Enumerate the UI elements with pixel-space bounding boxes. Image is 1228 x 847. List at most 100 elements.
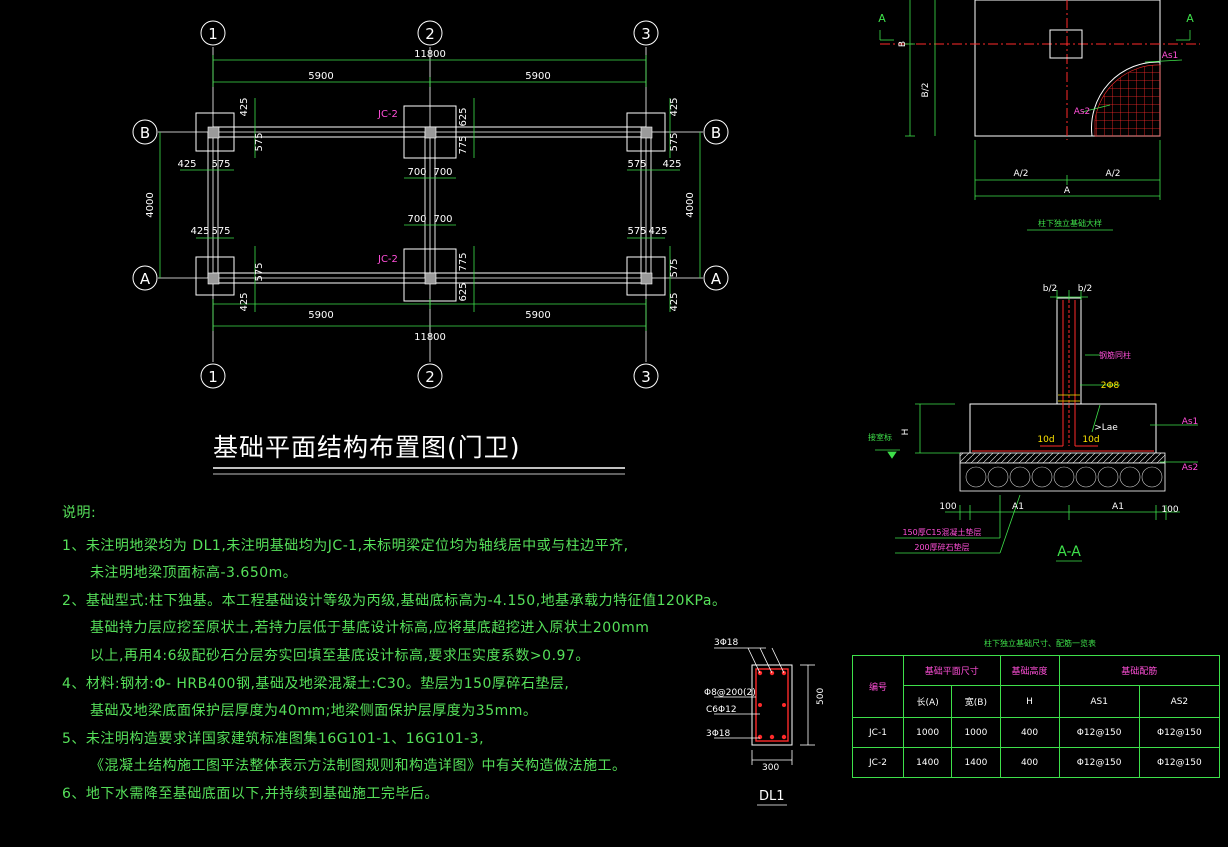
table-row: JC-1 1000 1000 400 Φ12@150 Φ12@150 [852,717,1221,748]
sec-100-left: 100 [939,502,956,512]
axis-2-top: 2 [425,25,435,43]
cell-b: 1400 [951,747,1001,778]
dim-575-c: 575 [211,159,230,170]
sec-10d-right: 10d [1082,435,1099,445]
dl1-width: 300 [762,763,779,773]
cell-b: 1000 [951,717,1001,748]
note-line-10: 6、地下水需降至基础底面以下,并持续到基础施工完毕后。 [62,786,439,802]
note-line-6: 4、材料:钢材:Φ- HRB400钢,基础及地梁混凝土:C30。垫层为150厚碎… [62,676,570,692]
footing-tags: JC-2 JC-2 [377,109,398,265]
dim-425-g: 425 [239,292,250,311]
table-row: JC-2 1400 1400 400 Φ12@150 Φ12@150 [852,747,1221,778]
axis-3-bottom: 3 [641,368,651,386]
cell-as1: Φ12@150 [1058,717,1140,748]
sec-H: H [901,429,911,436]
dim-625-a: 625 [458,107,469,126]
sec-100-right: 100 [1161,505,1178,515]
cell-a: 1400 [902,747,953,778]
plan-grid-lines [158,47,703,362]
sec-ground-level: 接室标 [868,432,892,442]
th-as1: AS1 [1058,685,1140,718]
plan-title: 基础平面结构布置图(门卫) [213,433,521,462]
dim-bay-left: 4000 [145,192,156,217]
cell-no: JC-1 [852,717,904,748]
dl1-height: 500 [816,688,826,705]
axis-A-right: A [711,270,722,288]
dim-total-top: 11800 [414,49,446,60]
sec-as2: As2 [1182,463,1199,473]
sec-mark-left: A [878,12,886,25]
dim-575-a: 575 [254,132,265,151]
note-line-9: 《混凝土结构施工图平法整体表示方法制图规则和构造详图》中有关构造做法施工。 [90,758,627,774]
dl1-side-bars: C6Φ12 [706,705,737,715]
th-rebar: 基础配筋 [1058,655,1221,686]
dim-bay-right: 4000 [685,192,696,217]
title-underline [213,467,625,475]
dim-425-d: 425 [662,159,681,170]
sec-mark-right: A [1186,12,1194,25]
table-title: 柱下独立基础尺寸、配筋一览表 [984,638,1096,648]
note-line-2: 未注明地梁顶面标高-3.650m。 [90,565,298,581]
th-height: 基础高度 [999,655,1060,686]
axis-3-top: 3 [641,25,651,43]
dl1-stirrups: Φ8@200(2) [704,688,756,698]
axis-B-right: B [711,124,721,142]
dim-625-b: 625 [458,282,469,301]
th-b: 宽(B) [951,685,1001,718]
dim-575-f: 575 [627,226,646,237]
footing-detail-plan: A A B B/2 A/2 A/2 A As2 As1 柱下独立基础大样 [878,0,1200,231]
dim-span1-top: 5900 [308,71,333,82]
note-line-8: 5、未注明构造要求详国家建筑标准图集16G101-1、16G101-3, [62,731,485,747]
sec-lae: >Lae [1094,423,1118,433]
note-line-1: 1、未注明地梁均为 DL1,未注明基础均为JC-1,未标明梁定位均为轴线居中或与… [62,538,629,554]
dim-700-b: 700 [433,167,452,178]
dl1-caption: DL1 [759,789,785,804]
axis-labels: 1 2 3 1 2 3 B A B A [140,25,722,386]
dim-700-c: 700 [407,214,426,225]
sec-A1-left: A1 [1012,502,1024,512]
dp-caption: 柱下独立基础大样 [1038,218,1102,228]
dim-span2-top: 5900 [525,71,550,82]
note-line-7: 基础及地梁底面保护层厚度为40mm;地梁侧面保护层厚度为35mm。 [90,703,538,719]
dim-575-b: 575 [669,132,680,151]
th-size: 基础平面尺寸 [903,655,1001,686]
dim-575-d: 575 [627,159,646,170]
sec-b2-left: b/2 [1043,284,1057,294]
note-line-4: 基础持力层应挖至原状土,若持力层低于基底设计标高,应将基底超挖进入原状土200m… [90,620,650,636]
cell-as2: Φ12@150 [1138,717,1221,748]
dim-span2-bottom: 5900 [525,310,550,321]
dim-775-a: 775 [458,135,469,154]
axis-2-bottom: 2 [425,368,435,386]
dim-575-h: 575 [669,258,680,277]
dim-total-bottom: 11800 [414,332,446,343]
note-line-5: 以上,再用4:6级配砂石分层夯实回填至基底设计标高,要求压实度系数>0.97。 [90,648,590,664]
sec-b2-right: b/2 [1078,284,1092,294]
sec-10d-left: 10d [1037,435,1054,445]
cell-as2: Φ12@150 [1138,747,1221,778]
sec-A1-right: A1 [1112,502,1124,512]
columns [207,126,653,285]
dl1-bottom-bars: 3Φ18 [706,729,731,739]
ground-beams [207,126,652,284]
dp-as1: As1 [1162,51,1179,61]
sec-pad-gravel: 200厚碎石垫层 [914,542,969,552]
th-as2: AS2 [1138,685,1221,718]
foundation-schedule-table: 编号 基础平面尺寸 基础高度 基础配筋 长(A) 宽(B) H AS1 AS2 … [852,655,1221,778]
dp-dim-A2-right: A/2 [1106,169,1121,179]
plan-dimension-text: 11800 5900 5900 5900 5900 11800 4000 400… [145,49,696,343]
sec-2phi8: 2Φ8 [1101,381,1120,391]
sec-caption: A-A [1057,544,1081,560]
section-a-a: b/2 b/2 H 2Φ8 钢筋同柱 >Lae 10d 10d As1 As2 … [868,284,1199,562]
dim-425-b: 425 [669,97,680,116]
tag-jc2-bottom: JC-2 [377,254,398,265]
dim-575-e: 575 [211,226,230,237]
dim-575-g: 575 [254,262,265,281]
cell-no: JC-2 [852,747,904,778]
cell-h: 400 [999,747,1060,778]
dim-700-d: 700 [433,214,452,225]
th-H: H [999,685,1060,718]
beam-dl1-section: 3Φ18 Φ8@200(2) C6Φ12 3Φ18 500 300 DL1 [704,638,826,806]
dim-425-a: 425 [239,97,250,116]
dp-dim-A: A [1064,186,1071,196]
axis-B-left: B [140,124,150,142]
